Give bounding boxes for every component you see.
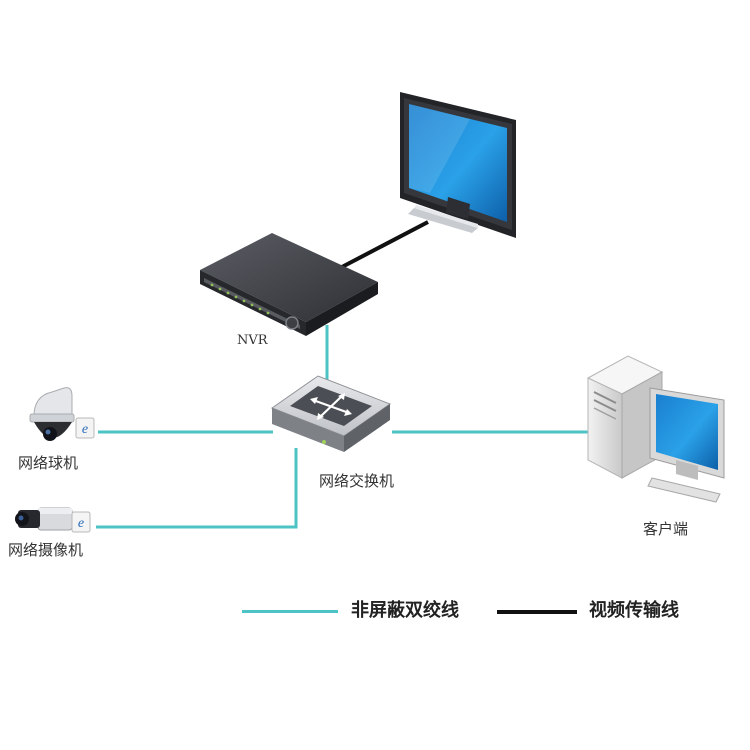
- legend-video-label: 视频传输线: [589, 600, 679, 621]
- nvr-label: NVR: [237, 333, 268, 348]
- nvr-recorder-icon: [200, 233, 378, 336]
- client-label: 客户端: [643, 520, 689, 538]
- legend-video-swatch: [497, 610, 577, 614]
- ethernet-e-icon: e: [75, 417, 95, 439]
- switch-label: 网络交换机: [319, 472, 395, 490]
- legend-utp-swatch: [242, 610, 338, 613]
- dome-camera-label: 网络球机: [18, 454, 79, 472]
- svg-text:e: e: [78, 516, 84, 531]
- utp-line-box-switch: [96, 448, 298, 529]
- legend-utp-label: 非屏蔽双绞线: [351, 600, 459, 621]
- box-camera-icon: [15, 507, 73, 531]
- network-switch-icon: [270, 375, 392, 452]
- monitor-icon: [400, 92, 516, 238]
- box-camera-label: 网络摄像机: [8, 541, 84, 559]
- ethernet-e-icon: e: [71, 511, 91, 533]
- svg-text:e: e: [82, 422, 88, 437]
- desktop-computer-icon: [586, 355, 725, 503]
- video-line-nvr-monitor: [339, 220, 429, 270]
- dome-camera-icon: [29, 387, 75, 441]
